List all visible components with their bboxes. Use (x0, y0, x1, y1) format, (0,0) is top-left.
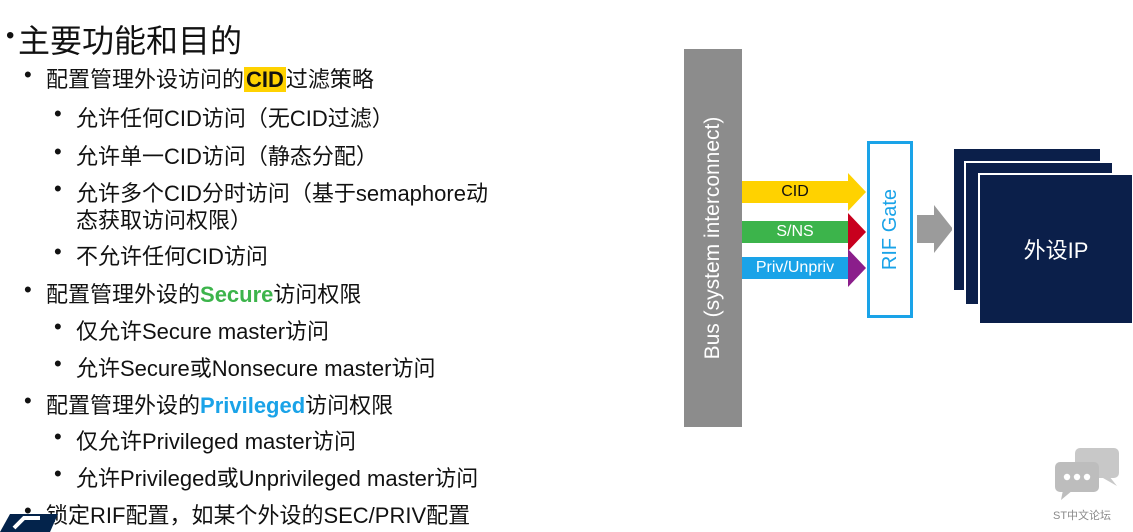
peripheral-ip-block: 外设IP (978, 173, 1133, 325)
bullet-cid-policy: • 配置管理外设访问的CID过滤策略 (24, 62, 374, 94)
bullet-lock-rif: • 锁定RIF配置，如某个外设的SEC/PRIV配置 (24, 498, 471, 530)
secure-policy-prefix: 配置管理外设的 (46, 282, 201, 307)
rif-gate: RIF Gate (867, 141, 913, 318)
slide-title: • 主要功能和目的 (6, 16, 243, 62)
cid-multi-line1: 允许多个CID分时访问（基于semaphore动 (76, 181, 488, 206)
bullet-dot: • (54, 176, 62, 201)
priv-arrow-head (848, 249, 866, 287)
bus-label: Bus (system interconnect) (701, 116, 724, 360)
bullet-cid-none: • 不允许任何CID访问 (54, 239, 268, 271)
lock-rif-text: 锁定RIF配置，如某个外设的SEC/PRIV配置 (46, 503, 471, 528)
cid-single-text: 允许单一CID访问（静态分配） (76, 144, 378, 169)
bullet-dot: • (24, 62, 32, 87)
bullet-priv-policy: • 配置管理外设的Privileged访问权限 (24, 388, 394, 420)
bullet-dot: • (54, 461, 62, 486)
bullet-dot: • (54, 424, 62, 449)
cid-policy-prefix: 配置管理外设访问的 (46, 67, 245, 92)
bullet-dot: • (24, 498, 32, 523)
cid-any-text: 允许任何CID访问（无CID过滤） (76, 106, 394, 131)
bullet-priv-or-unpriv: • 允许Privileged或Unprivileged master访问 (54, 461, 479, 493)
priv-arrow-label: Priv/Unpriv (742, 257, 848, 279)
priv-only-text: 仅允许Privileged master访问 (76, 429, 356, 454)
bullet-dot: • (24, 388, 32, 413)
rif-gate-label: RIF Gate (878, 188, 901, 271)
bullet-cid-multi: • 允许多个CID分时访问（基于semaphore动 (54, 176, 488, 208)
forum-label: ST中文论坛 (1053, 510, 1112, 522)
gate-arrow-shaft (917, 215, 935, 243)
secure-highlight: Secure (200, 282, 274, 307)
cid-arrow-label: CID (742, 181, 848, 203)
sns-arrow-head (848, 213, 866, 251)
cid-policy-suffix: 过滤策略 (285, 67, 374, 92)
title-text: 主要功能和目的 (18, 23, 243, 59)
priv-policy-prefix: 配置管理外设的 (46, 393, 201, 418)
gate-arrow-head (934, 205, 953, 253)
secure-or-ns-text: 允许Secure或Nonsecure master访问 (76, 356, 436, 381)
bullet-secure-policy: • 配置管理外设的Secure访问权限 (24, 277, 362, 309)
bullet-secure-or-ns: • 允许Secure或Nonsecure master访问 (54, 351, 436, 383)
priv-or-unpriv-text: 允许Privileged或Unprivileged master访问 (76, 466, 479, 491)
bullet-dot: • (54, 314, 62, 339)
bullet-cid-any: • 允许任何CID访问（无CID过滤） (54, 101, 394, 133)
bullet-secure-only: • 仅允许Secure master访问 (54, 314, 330, 346)
bullet-dot: • (54, 101, 62, 126)
cid-multi-line2: 态获取访问权限） (76, 208, 253, 233)
forum-chat-icon (1055, 448, 1119, 500)
bullet-cid-single: • 允许单一CID访问（静态分配） (54, 139, 378, 171)
bullet-cid-multi-cont: 态获取访问权限） (76, 203, 252, 235)
bullet-priv-only: • 仅允许Privileged master访问 (54, 424, 356, 456)
priv-highlight: Privileged (200, 393, 306, 418)
st-logo (0, 514, 58, 532)
bus-block: Bus (system interconnect) (684, 49, 742, 427)
cid-highlight: CID (244, 67, 286, 92)
cid-none-text: 不允许任何CID访问 (76, 244, 268, 269)
bullet-dot: • (54, 351, 62, 376)
title-bullet: • (6, 22, 15, 49)
secure-policy-suffix: 访问权限 (273, 282, 362, 307)
bullet-dot: • (24, 277, 32, 302)
bullet-dot: • (54, 139, 62, 164)
priv-policy-suffix: 访问权限 (305, 393, 394, 418)
peripheral-ip-label: 外设IP (1023, 238, 1089, 263)
cid-arrow-head (848, 173, 866, 211)
sns-arrow-label: S/NS (742, 221, 848, 243)
secure-only-text: 仅允许Secure master访问 (76, 319, 330, 344)
bullet-dot: • (54, 239, 62, 264)
